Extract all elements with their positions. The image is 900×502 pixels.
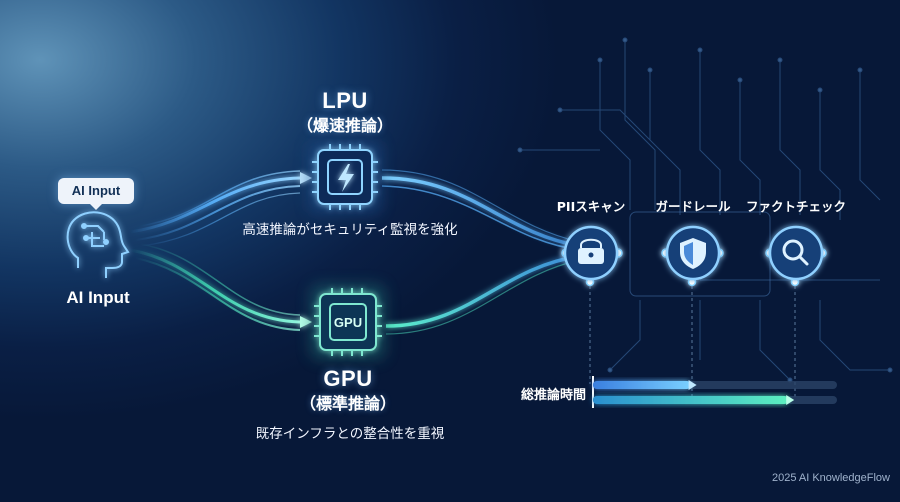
- lpu-flow: [129, 169, 581, 251]
- footer-credit: 2025 AI KnowledgeFlow: [771, 472, 890, 484]
- guardrail-label-factcheck: ファクトチェック: [745, 199, 846, 214]
- magnifier-icon: [782, 239, 809, 266]
- input-label: AI Input: [66, 288, 130, 307]
- timeline-label: 総推論時間: [520, 388, 586, 403]
- circuit-background: [517, 37, 893, 383]
- gpu-title: GPU: [323, 366, 373, 391]
- input-speech-bubble: AI Input: [58, 178, 134, 210]
- timeline-bar-lpu: [593, 381, 691, 389]
- lpu-title: LPU: [322, 88, 368, 113]
- gpu-flow: [129, 243, 581, 335]
- lpu-description: 高速推論がセキュリティ監視を強化: [242, 222, 458, 238]
- guardrail-dashed-drops: [589, 286, 796, 400]
- guardrail-node-pii: [563, 225, 619, 281]
- shield-check-icon: [680, 238, 706, 269]
- head-circuit-icon: [66, 211, 130, 278]
- timeline-bar-gpu: [593, 396, 789, 404]
- timeline-bar-lpu-head: [688, 380, 697, 390]
- timeline-bar-gpu-head: [786, 395, 795, 405]
- gpu-description: 既存インフラとの整合性を重視: [255, 426, 445, 442]
- input-bubble-label: AI Input: [71, 183, 121, 198]
- timeline-bars: [592, 376, 837, 408]
- guardrail-label-guardrail: ガードレール: [655, 199, 731, 214]
- lightning-chip-icon: [308, 140, 382, 214]
- guardrail-node-factcheck: [768, 225, 824, 281]
- gpu-chip-icon: GPU: [310, 284, 386, 360]
- gpu-subtitle: （標準推論）: [299, 394, 396, 413]
- lpu-subtitle: （爆速推論）: [296, 116, 393, 135]
- guardrail-label-pii: PIIスキャン: [556, 199, 626, 214]
- lock-shield-icon: [578, 238, 604, 264]
- gpu-chip-text: GPU: [334, 315, 362, 330]
- guardrail-node-guardrail: [665, 225, 721, 281]
